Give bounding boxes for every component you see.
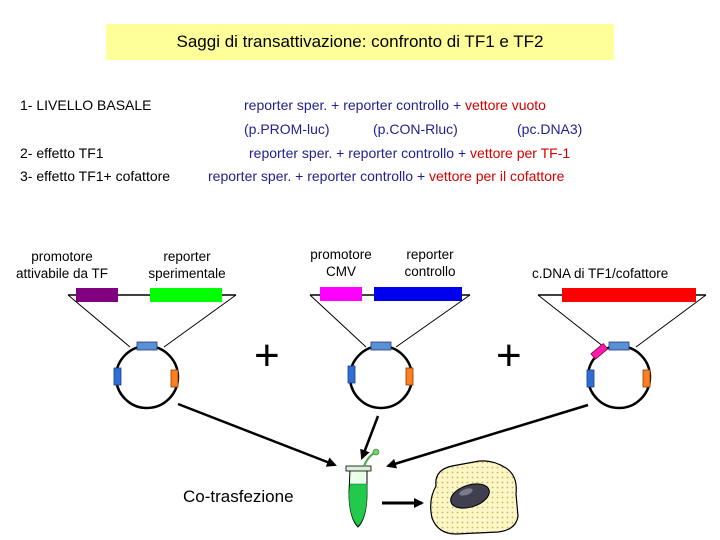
plasmid-b: (p.CON-Rluc)	[373, 121, 458, 137]
cdna-label: c.DNA di TF1/cofattore	[532, 266, 669, 281]
plasmid-2-circle	[347, 341, 414, 410]
row3-reporter-control: reporter controllo	[307, 168, 414, 184]
row1-label: 1- LIVELLO BASALE	[20, 97, 152, 113]
arrow-from-plasmid-3	[386, 403, 589, 469]
row2-plus-b: +	[454, 145, 471, 161]
plasmid-2-expansion-left	[309, 294, 367, 348]
plasmid-2-map	[309, 287, 471, 348]
row3-label: 3- effetto TF1+ cofattore	[20, 168, 171, 184]
row1-reporter-control: reporter controllo	[343, 97, 450, 113]
cell-icon	[430, 460, 519, 535]
row2-reporter-control: reporter controllo	[348, 145, 455, 161]
cmv-box	[320, 287, 362, 301]
row2-plus-a: +	[332, 145, 349, 161]
row2-vector: vettore per TF-1	[470, 145, 571, 161]
row3-description: reporter sper. + reporter controllo + ve…	[208, 168, 564, 184]
plasmid-3-circle	[586, 341, 652, 410]
arrow-from-plasmid-2	[360, 415, 380, 460]
row3-vector: vettore per il cofattore	[429, 168, 565, 184]
row1-vector: vettore vuoto	[465, 97, 546, 113]
row2-reporter-sper: reporter sper.	[249, 145, 333, 161]
row3-plus-b: +	[413, 168, 430, 184]
plasmid-3-expansion-right	[635, 294, 707, 348]
row1-plus-a: +	[327, 97, 344, 113]
plasmid-3-expansion-left	[537, 294, 605, 348]
promoter-label-line2: attivabile da TF	[15, 266, 109, 281]
plus-sign-2: +	[496, 331, 522, 380]
reporter-label-line1: reporter	[163, 249, 211, 264]
plasmid-1-map	[67, 288, 237, 348]
row1-description: reporter sper. + reporter controllo + ve…	[244, 97, 546, 113]
plasmid-1-circle	[113, 341, 180, 410]
row3-reporter-sper: reporter sper.	[208, 168, 292, 184]
control-label: reporter controllo	[392, 246, 468, 280]
slide-title: Saggi di transattivazione: confronto di …	[106, 24, 614, 60]
plasmid-3-map	[537, 288, 707, 348]
row1-plus-b: +	[449, 97, 466, 113]
row2-label: 2- effetto TF1	[20, 145, 104, 161]
plasmid-c: (pc.DNA3)	[517, 121, 583, 137]
plasmid-a: (p.PROM-luc)	[244, 121, 330, 137]
reporter-label-line2: sperimentale	[148, 266, 226, 281]
cdna-box	[562, 288, 696, 302]
row1-reporter-sper: reporter sper.	[244, 97, 328, 113]
promoter-label: promotore attivabile da TF	[4, 248, 120, 282]
promoter-box	[76, 288, 118, 302]
plasmid-2-expansion-right	[395, 294, 471, 348]
cmv-label-line1: promotore	[310, 247, 372, 262]
arrow-from-plasmid-1	[177, 402, 337, 467]
plasmid-1-expansion-left	[67, 294, 131, 348]
reporter-label: reporter sperimentale	[132, 248, 242, 282]
plus-sign-1: +	[254, 331, 280, 380]
reporter-box	[150, 288, 222, 302]
cotransfection-label: Co-trasfezione	[183, 487, 294, 506]
control-label-line2: controllo	[404, 264, 456, 279]
cmv-label-line2: CMV	[326, 264, 356, 279]
title-text: Saggi di transattivazione: confronto di …	[176, 32, 544, 51]
plasmid-1-expansion-right	[163, 294, 237, 348]
row2-description: reporter sper. + reporter controllo + ve…	[249, 145, 570, 161]
row3-plus-a: +	[291, 168, 308, 184]
control-reporter-box	[374, 287, 462, 301]
tube-icon	[345, 448, 380, 528]
control-label-line1: reporter	[406, 247, 454, 262]
promoter-label-line1: promotore	[31, 249, 93, 264]
